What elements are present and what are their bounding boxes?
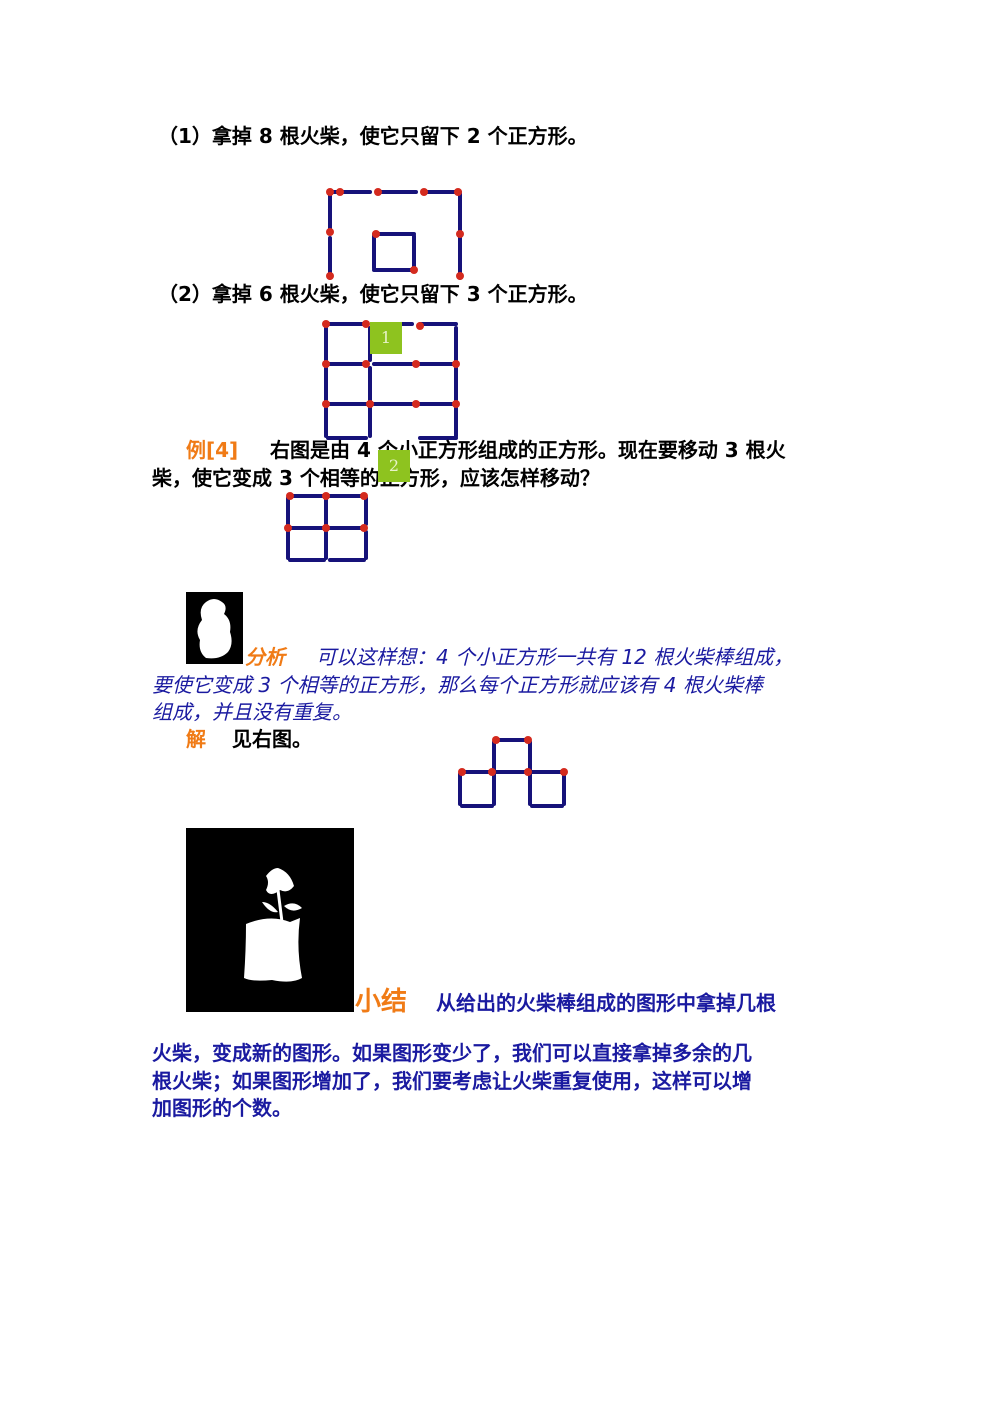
problem2-text: 拿掉 6 根火柴，使它只留下 3 个正方形。 xyxy=(211,282,588,306)
summary-line1: 从给出的火柴棒组成的图形中拿掉几根 xyxy=(436,991,776,1015)
analysis-label: 分析 xyxy=(245,645,285,669)
matchstick-figure-three-squares xyxy=(458,736,568,808)
outer-square xyxy=(328,190,462,280)
analysis-line3: 组成，并且没有重复。 xyxy=(152,700,352,724)
solution-label: 解 xyxy=(186,727,206,751)
square-sticks xyxy=(286,494,368,562)
example-line2: 柴，使它变成 3 个相等的正方形，应该怎样移动？ xyxy=(152,466,600,490)
summary-line3: 根火柴；如果图形增加了，我们要考虑让火柴重复使用，这样可以增 xyxy=(152,1069,752,1093)
analysis-silhouette-image xyxy=(186,592,243,664)
three-squares-match-heads xyxy=(458,736,568,776)
badge-one: 1 xyxy=(370,322,402,354)
match-heads xyxy=(326,188,464,280)
summary-line2: 火柴，变成新的图形。如果图形变少了，我们可以直接拿掉多余的几 xyxy=(152,1041,752,1065)
example-label: 例[4] xyxy=(186,438,239,462)
summary-line4: 加图形的个数。 xyxy=(152,1096,292,1120)
analysis-line1: 可以这样想：4 个小正方形一共有 12 根火柴棒组成， xyxy=(316,645,794,669)
summary-label: 小结 xyxy=(355,987,408,1017)
solution-text: 见右图。 xyxy=(232,727,312,751)
problem1-label: （1） xyxy=(158,124,212,148)
analysis-line2: 要使它变成 3 个相等的正方形，那么每个正方形就应该有 4 根火柴棒 xyxy=(152,673,763,697)
matchstick-figure-concentric xyxy=(326,188,464,280)
inner-square xyxy=(372,232,416,272)
problem2-line: （2）拿掉 6 根火柴，使它只留下 3 个正方形。 xyxy=(158,281,588,307)
badge-two: 2 xyxy=(378,450,410,482)
matchstick-figure-2x2 xyxy=(284,492,368,562)
summary-vase-shape xyxy=(244,868,302,982)
problem1-line: （1）拿掉 8 根火柴，使它只留下 2 个正方形。 xyxy=(158,123,588,149)
grid-match-heads xyxy=(322,320,460,408)
example-line1: 右图是由 4 个小正方形组成的正方形。现在要移动 3 根火 xyxy=(270,438,786,462)
problem2-label: （2） xyxy=(158,282,212,306)
summary-vase-silhouette-image xyxy=(186,828,354,1012)
problem1-text: 拿掉 8 根火柴，使它只留下 2 个正方形。 xyxy=(211,124,588,148)
analysis-silhouette-shape xyxy=(197,599,232,659)
three-squares-sticks xyxy=(458,738,566,808)
square-match-heads xyxy=(284,492,368,532)
